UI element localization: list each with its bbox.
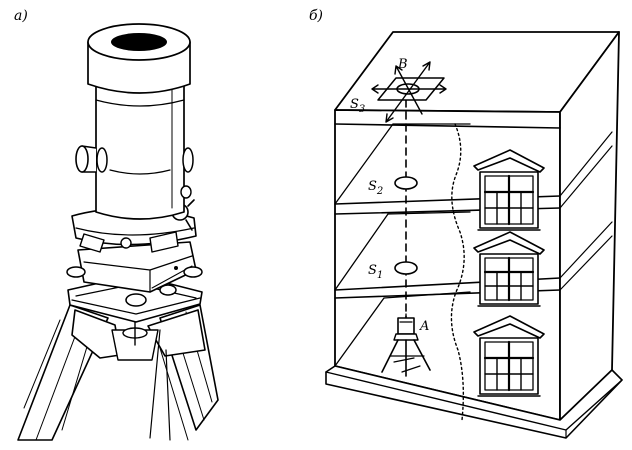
eyepiece-cap	[87, 23, 191, 94]
panel-a-label: a)	[14, 8, 28, 24]
label-b: B	[397, 57, 408, 72]
tripod-legs	[17, 304, 219, 441]
label-s1: S1	[368, 263, 383, 281]
instrument-tube	[75, 63, 194, 220]
opening-s2	[394, 176, 418, 190]
building-outline	[334, 31, 620, 421]
tribrach	[66, 241, 203, 307]
label-a: A	[419, 319, 429, 334]
panel-a-instrument: a)	[14, 8, 219, 441]
window-3	[473, 315, 545, 397]
instrument-a	[381, 313, 431, 377]
label-s3: S3	[350, 97, 365, 115]
label-s2: S2	[368, 179, 383, 197]
target-plate-b	[371, 61, 447, 123]
cutaway-line	[450, 123, 465, 421]
window-1	[473, 149, 545, 231]
building-base	[325, 365, 623, 439]
panel-b-label: б)	[309, 8, 323, 24]
window-2	[473, 231, 545, 307]
opening-s1	[394, 261, 418, 275]
panel-b-building: б)	[309, 8, 623, 439]
